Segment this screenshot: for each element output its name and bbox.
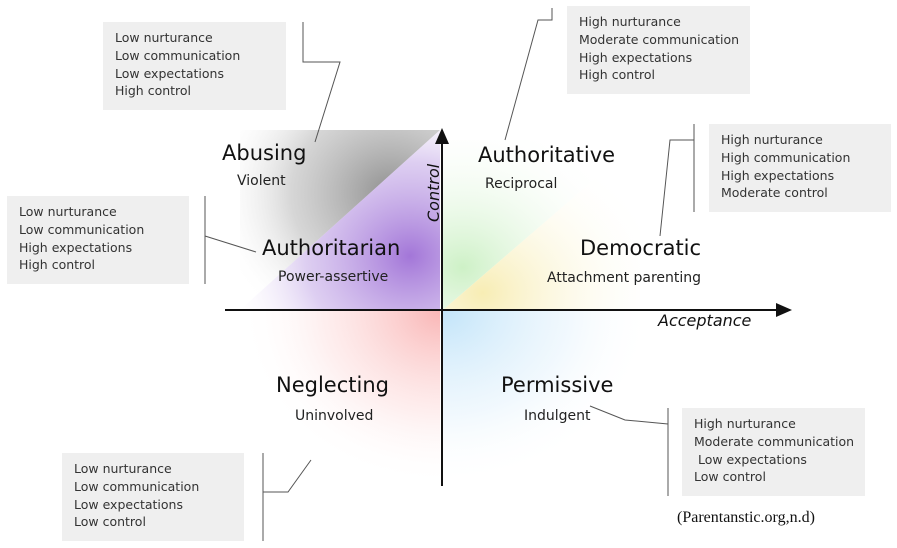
authoritative-trait: High expectations: [579, 49, 693, 65]
neglecting-connector: [262, 453, 312, 541]
authoritative-label: Authoritative: [478, 143, 616, 167]
democratic-trait: Moderate control: [721, 185, 828, 201]
authoritarian-connector: [204, 196, 257, 284]
abusing-trait: Low communication: [115, 47, 241, 63]
neglecting-region: [240, 311, 440, 486]
authoritarian-label: Authoritarian: [262, 236, 401, 260]
abusing-trait: Low nurturance: [115, 30, 213, 45]
democratic-subtitle: Attachment parenting: [547, 270, 702, 286]
authoritative-subtitle: Reciprocal: [485, 176, 558, 192]
permissive-region: [443, 311, 653, 486]
permissive-trait: Low control: [694, 469, 766, 485]
abusing-label: Abusing: [222, 141, 307, 165]
democratic-label: Democratic: [580, 236, 702, 260]
authoritative-traits-box: High nurturance Moderate communication H…: [567, 6, 750, 94]
authoritarian-trait: Low communication: [19, 221, 145, 237]
authoritative-trait: High nurturance: [579, 14, 681, 29]
authoritarian-trait: High control: [19, 257, 96, 273]
democratic-trait: High communication: [721, 149, 851, 165]
neglecting-traits-box: Low nurturance Low communication Low exp…: [62, 453, 244, 541]
acceptance-axis-label: Acceptance: [658, 311, 752, 330]
abusing-connector: [302, 22, 341, 143]
permissive-label: Permissive: [501, 373, 614, 397]
permissive-trait: Moderate communication: [694, 433, 855, 449]
democratic-connector: [659, 124, 695, 237]
abusing-trait: Low expectations: [115, 65, 224, 81]
democratic-traits-box: High nurturance High communication High …: [709, 124, 891, 212]
authoritarian-trait: High expectations: [19, 239, 133, 255]
abusing-subtitle: Violent: [237, 173, 286, 189]
authoritarian-traits-box: Low nurturance Low communication High ex…: [7, 196, 189, 284]
authoritarian-region: [240, 130, 440, 310]
abusing-trait: High control: [115, 83, 192, 99]
democratic-region: [443, 140, 640, 310]
neglecting-subtitle: Uninvolved: [295, 408, 374, 424]
neglecting-trait: Low nurturance: [74, 461, 172, 476]
permissive-subtitle: Indulgent: [524, 408, 591, 424]
permissive-traits-box: High nurturance Moderate communication L…: [682, 408, 865, 496]
permissive-trait: High nurturance: [694, 416, 796, 431]
neglecting-trait: Low control: [74, 514, 146, 530]
authoritative-connector: [504, 8, 553, 141]
democratic-trait: High expectations: [721, 167, 835, 183]
authoritative-trait: High control: [579, 67, 656, 83]
democratic-trait: High nurturance: [721, 132, 823, 147]
authoritative-trait: Moderate communication: [579, 31, 740, 47]
authoritarian-subtitle: Power-assertive: [278, 269, 389, 285]
vertical-axis-arrowhead: [435, 128, 449, 144]
horizontal-axis-arrowhead: [776, 303, 792, 317]
authoritarian-trait: Low nurturance: [19, 204, 117, 219]
permissive-connector: [589, 405, 669, 496]
citation: (Parentanstic.org,n.d): [677, 509, 815, 526]
neglecting-label: Neglecting: [276, 373, 389, 397]
permissive-trait: Low expectations: [694, 451, 807, 467]
abusing-traits-box: Low nurturance Low communication Low exp…: [103, 22, 286, 110]
neglecting-trait: Low communication: [74, 478, 200, 494]
neglecting-trait: Low expectations: [74, 496, 183, 512]
control-axis-label: Control: [424, 163, 443, 222]
